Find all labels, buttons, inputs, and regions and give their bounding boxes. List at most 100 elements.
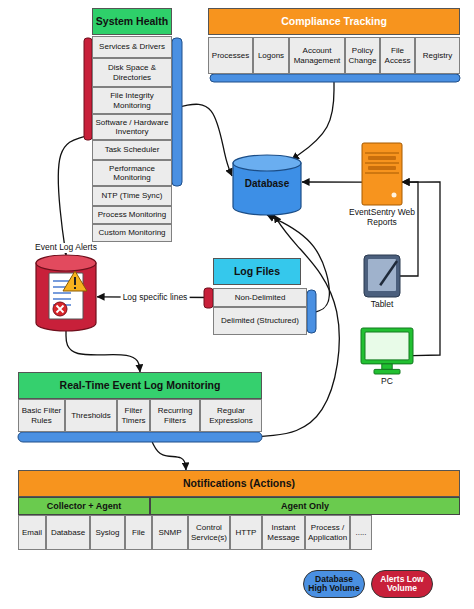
node-outline — [35, 255, 97, 331]
item-box: Services & Drivers — [92, 36, 172, 58]
item-box: Performance Monitoring — [92, 160, 172, 186]
box-label: NTP (Time Sync) — [100, 191, 165, 200]
item-box: Process / Application — [305, 515, 350, 550]
box-label: Tablet — [337, 300, 427, 310]
item-box: Task Scheduler — [92, 140, 172, 160]
item-box: Disk Space & Directories — [92, 58, 172, 87]
box-label: Thresholds — [69, 411, 113, 420]
tablet-icon: Tablet — [364, 255, 400, 297]
server-bay — [365, 173, 399, 174]
monitor-screen — [365, 332, 409, 360]
header-label: Compliance Tracking — [208, 8, 460, 35]
box-label: Logons — [256, 51, 286, 60]
legend-label: Database High Volume — [307, 575, 361, 594]
flow-arrow — [302, 181, 362, 182]
edge-label: Log specific lines — [121, 292, 190, 302]
flow-arrow — [152, 442, 186, 470]
volume-bar — [307, 290, 316, 333]
legend-label: Alerts Low Volume — [375, 575, 429, 594]
document-line — [53, 298, 71, 300]
box-label: Processes — [210, 51, 251, 60]
box-label: Task Scheduler — [103, 145, 162, 154]
box-label: Syslog — [93, 528, 121, 537]
server-slot — [368, 156, 396, 160]
box-label: Non-Delimited — [233, 293, 288, 302]
box-label: SNMP — [156, 528, 183, 537]
tablet-screen — [368, 259, 396, 291]
monitor-frame — [361, 328, 413, 364]
box-label: File Access — [381, 46, 414, 64]
box-label: Database — [49, 528, 87, 537]
item-box: Thresholds — [65, 399, 117, 432]
box-label: Delimited (Structured) — [219, 316, 301, 325]
box-label: Process / Application — [306, 523, 349, 541]
box-label: Performance Monitoring — [93, 164, 171, 182]
header-label: Real-Time Event Log Monitoring — [18, 372, 262, 399]
server-led — [392, 193, 397, 198]
item-box: HTTP — [230, 515, 262, 550]
band-box: Collector + Agent — [18, 497, 150, 515]
item-box: File Integrity Monitoring — [92, 87, 172, 114]
group-box: Log FilesNon-DelimitedDelimited (Structu… — [204, 258, 316, 335]
server-bay — [365, 163, 399, 164]
box-label: Email — [20, 528, 44, 537]
box-label: Disk Space & Directories — [93, 63, 171, 81]
server-case — [362, 143, 402, 205]
item-box: Instant Message — [262, 515, 305, 550]
box-label: Recurring Filters — [151, 406, 199, 424]
volume-bar — [172, 38, 182, 186]
error-circle — [53, 302, 67, 316]
tablet-case — [364, 255, 400, 297]
box-label: Event Log Alerts — [34, 243, 98, 253]
group-box: System HealthServices & DriversDisk Spac… — [84, 8, 182, 242]
monitor-neck — [382, 364, 392, 370]
warning-mark — [74, 287, 76, 289]
box-label: HTTP — [234, 528, 259, 537]
item-box: Processes — [208, 37, 253, 74]
item-box: Logons — [253, 37, 289, 74]
box-label: Basic Filter Rules — [19, 406, 64, 424]
box-label: Regular Expressions — [201, 406, 261, 424]
flow-arrow — [58, 137, 84, 255]
item-box: Regular Expressions — [200, 399, 262, 432]
group-box: Notifications (Actions)Collector + Agent… — [18, 470, 460, 550]
cylinder-top — [233, 155, 301, 171]
group-box: Real-Time Event Log MonitoringBasic Filt… — [18, 372, 262, 442]
item-box: Policy Change — [345, 37, 380, 74]
box-label: Services & Drivers — [97, 42, 167, 51]
alert-bar — [84, 38, 92, 140]
box-label: Registry — [421, 51, 454, 60]
event-log-cylinder: Event Log Alerts — [35, 255, 97, 331]
box-label: File — [130, 528, 147, 537]
box-label: Process Monitoring — [96, 210, 168, 219]
box-label: Policy Change — [346, 46, 379, 64]
box-label: Instant Message — [263, 523, 304, 541]
item-box: Process Monitoring — [92, 206, 172, 224]
alert-bar — [204, 288, 213, 308]
node-outline — [361, 328, 413, 374]
legend-swatch: Database High Volume — [303, 570, 365, 598]
node-outline — [364, 255, 400, 297]
item-box: File — [125, 515, 152, 550]
item-box: Software / Hardware Inventory — [92, 114, 172, 140]
item-box: SNMP — [152, 515, 188, 550]
item-box: Account Management — [289, 37, 345, 74]
legend-swatch: Alerts Low Volume — [371, 570, 433, 598]
item-box: Non-Delimited — [213, 288, 307, 307]
item-box: Basic Filter Rules — [18, 399, 65, 432]
database-cylinder: Database — [232, 155, 302, 215]
box-label: Control Service(s) — [189, 523, 229, 541]
box-label: EventSentry Web Reports — [337, 208, 427, 228]
server-bay — [365, 153, 399, 154]
server-slot — [368, 166, 396, 170]
item-box: Registry — [415, 37, 460, 74]
header-label: Notifications (Actions) — [18, 470, 460, 497]
cylinder-top — [36, 255, 96, 271]
item-box: Filter Timers — [117, 399, 150, 432]
cylinder-body — [36, 263, 96, 331]
item-box: Database — [46, 515, 90, 550]
